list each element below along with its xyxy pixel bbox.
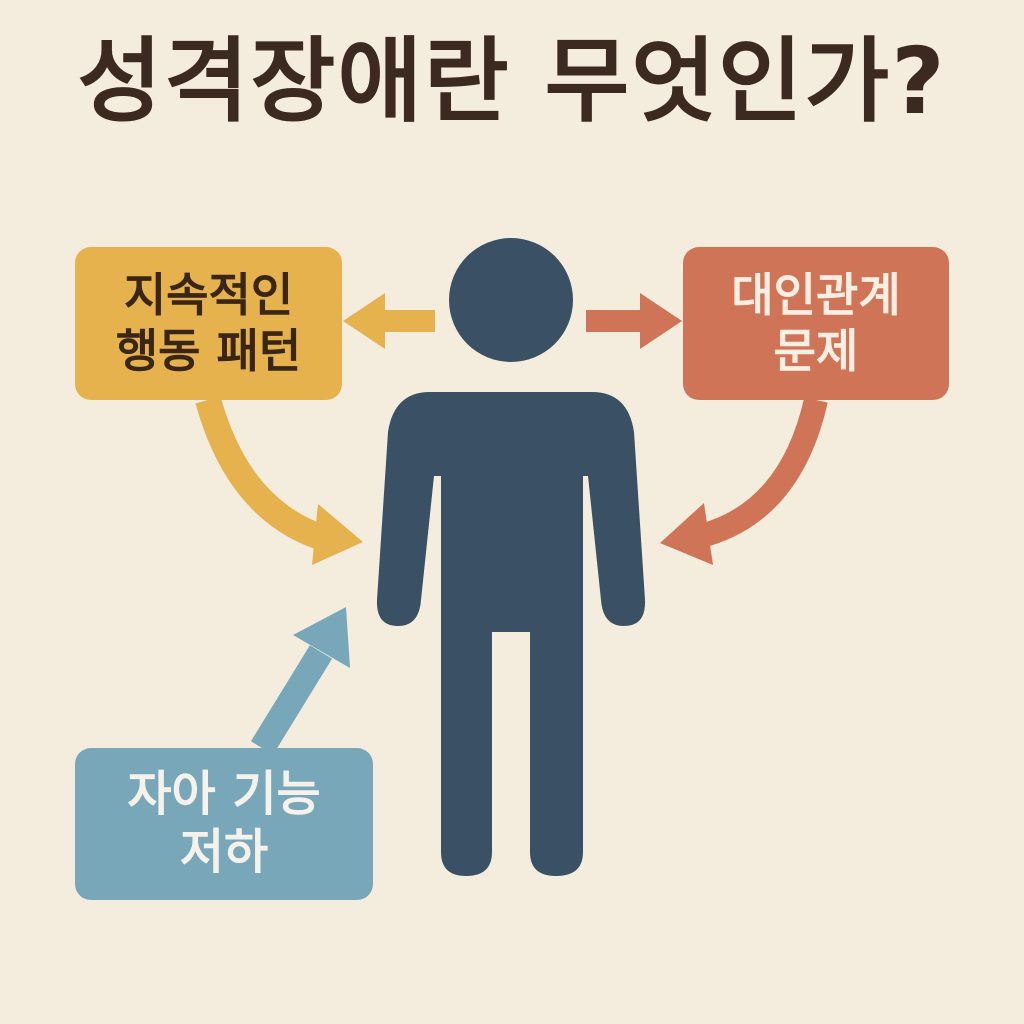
person-head	[449, 238, 573, 362]
ego-function-line2: 저하	[179, 824, 269, 880]
persistent-behavior-box: 지속적인 행동 패턴	[75, 247, 342, 400]
person-body	[376, 392, 646, 876]
arrow-from-ego-function	[250, 607, 350, 755]
person-icon	[376, 238, 646, 876]
persistent-behavior-line2: 행동 패턴	[115, 323, 302, 378]
curved-arrow-from-interpersonal	[660, 397, 828, 565]
page-title: 성격장애란 무엇인가?	[77, 28, 947, 135]
interpersonal-problem-box: 대인관계 문제	[683, 247, 949, 400]
ego-function-line1: 자아 기능	[127, 766, 321, 823]
interpersonal-line1: 대인관계	[731, 268, 901, 323]
curved-arrow-from-persistent-behavior	[195, 396, 363, 565]
interpersonal-line2: 문제	[773, 323, 859, 378]
ego-function-box: 자아 기능 저하	[75, 748, 373, 900]
persistent-behavior-line1: 지속적인	[123, 268, 294, 323]
arrow-to-interpersonal	[586, 293, 682, 349]
arrow-to-persistent-behavior	[343, 293, 435, 349]
